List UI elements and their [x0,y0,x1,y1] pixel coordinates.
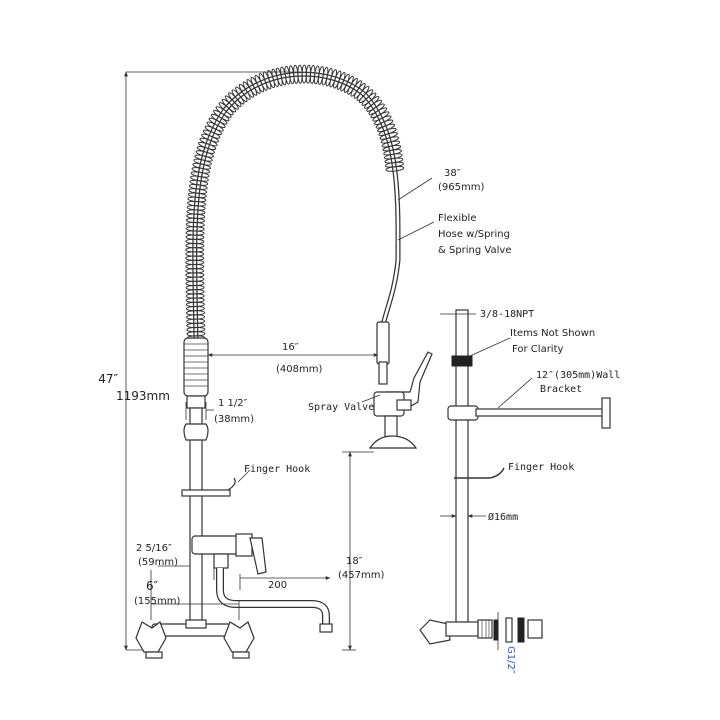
spray-valve-leader [361,394,381,403]
inlet-mm-label: (59mm) [138,557,178,568]
riser-tube [183,395,209,624]
hose-length-in-label: 38″ [444,168,461,179]
bracket-line2: Bracket [540,384,582,395]
conn-dia-label: G1/2″ [505,646,516,674]
spray-valve-label: Spray Valve [308,402,374,413]
spring-coils [185,64,405,341]
riser-dia-label: Ø16mm [488,511,518,523]
not-shown-line2: For Clarity [512,344,564,355]
wall-bracket [447,397,611,429]
finger-hook-left [181,477,236,497]
hose-desc-line3: & Spring Valve [438,245,511,256]
spout-height-in-label: 18″ [346,556,363,567]
wall-connection [419,617,543,645]
total-height-in-label: 47″ [98,372,118,386]
spout-length-label: 200 [268,580,287,591]
hose-desc-leader [397,221,435,241]
detail-riser [451,309,473,623]
spring-coil [385,166,405,172]
spray-head [368,435,418,449]
finger-hook-left-leader [237,469,251,483]
npt-label: 3/8-18NPT [480,309,534,320]
bracket-line1: 12″(305mm)Wall [536,370,620,381]
inlet-in-label: 2 5/16″ [136,543,172,554]
hose-desc-line2: Hose w/Spring [438,229,510,240]
center-in-label: 6″ [146,579,159,593]
center-mm-label: (155mm) [134,596,180,607]
hose-length-mm-label: (965mm) [438,182,484,193]
hose-length-leader [397,177,433,201]
tube-collar [183,423,209,441]
reach-in-label: 16″ [282,342,299,353]
tube-mm-label: (38mm) [214,414,254,425]
reach-mm-label: (408mm) [276,364,322,375]
faucet-base [135,619,255,659]
finger-hook-left-label: Finger Hook [244,464,310,475]
bracket-leader [497,377,533,409]
tube-in-label: 1 1/2″ [218,398,248,409]
cold-handle [223,621,255,653]
hot-handle [135,621,167,653]
not-shown-line1: Items Not Shown [510,328,595,339]
mixing-valve [191,533,267,575]
finger-hook-right [454,467,505,479]
valve-lever [249,537,267,575]
riser-clamp [451,355,473,367]
swing-spout [216,568,333,633]
spout-height-mm-label: (457mm) [338,570,384,581]
hose-desc-line1: Flexible [438,213,476,224]
spring-sleeve [183,337,209,397]
flexible-hose [183,64,405,400]
not-shown-leader [469,337,511,357]
spray-valve [368,321,433,449]
total-height-mm-label: 1193mm [116,389,170,403]
finger-hook-right-label: Finger Hook [508,462,574,473]
wall-flange [527,619,543,639]
sleeve-rings [184,343,208,387]
